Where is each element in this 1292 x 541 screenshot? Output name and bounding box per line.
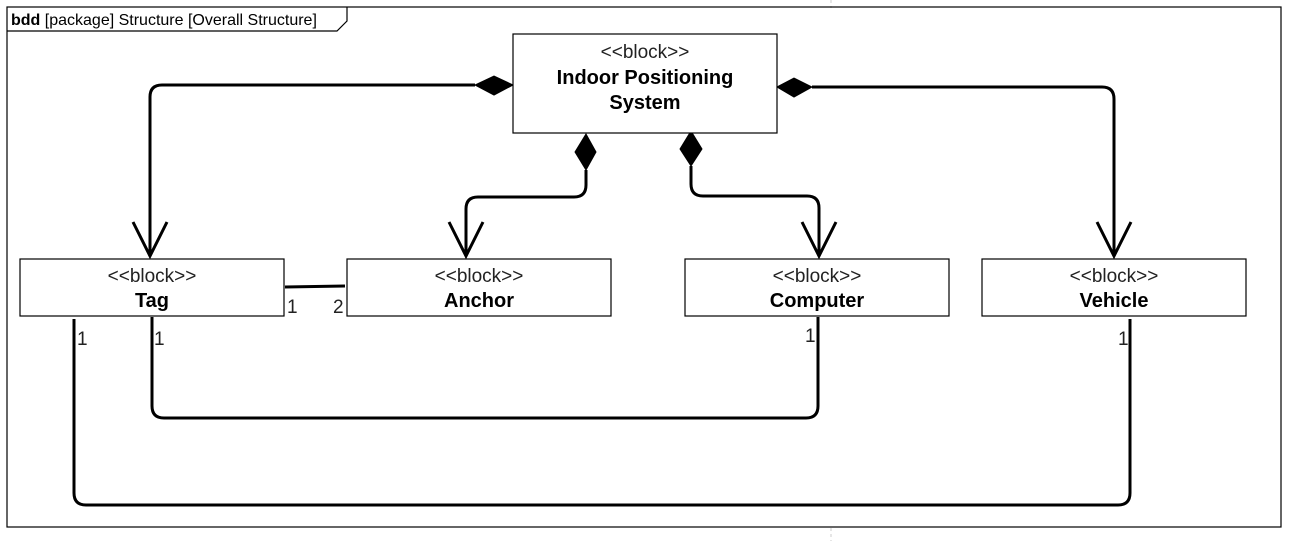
association-tag-vehicle[interactable] xyxy=(72,319,1132,507)
diamond-icon xyxy=(775,77,814,98)
diamond-icon xyxy=(679,130,703,167)
block-name: Vehicle xyxy=(1080,290,1149,312)
association-tag-computer[interactable] xyxy=(150,317,820,420)
multiplicity-label: 1 xyxy=(77,329,88,350)
block-name: System xyxy=(609,92,680,114)
association-tag-anchor[interactable] xyxy=(284,284,346,289)
diamond-icon xyxy=(574,133,597,171)
composition-diamonds xyxy=(473,75,814,171)
arrowhead-icon xyxy=(131,221,169,260)
block-name: Computer xyxy=(770,290,865,312)
block-name: Tag xyxy=(135,290,169,312)
multiplicity-label: 1 xyxy=(287,297,298,318)
block-name: Anchor xyxy=(444,290,514,312)
diagram-frame: bdd [package] Structure [Overall Structu… xyxy=(6,6,1282,528)
arrowhead-icon xyxy=(447,221,485,260)
block-indoor-positioning-system[interactable]: <<block>> Indoor Positioning System xyxy=(512,33,778,134)
block-tag[interactable]: <<block>> Tag xyxy=(19,258,285,317)
block-stereotype: <<block>> xyxy=(601,42,690,63)
connectors xyxy=(72,83,1132,507)
block-stereotype: <<block>> xyxy=(435,266,524,287)
composition-ips-computer[interactable] xyxy=(689,166,821,255)
multiplicity-label: 1 xyxy=(805,326,816,347)
arrowhead-icon xyxy=(800,221,838,260)
block-name: Indoor Positioning xyxy=(557,67,734,89)
multiplicity-label: 2 xyxy=(333,297,344,318)
arrowheads xyxy=(131,221,1133,260)
frame-label-text: [package] Structure [Overall Structure] xyxy=(40,12,317,29)
composition-ips-anchor[interactable] xyxy=(464,170,588,255)
block-stereotype: <<block>> xyxy=(1070,266,1159,287)
block-computer[interactable]: <<block>> Computer xyxy=(684,258,950,317)
composition-ips-vehicle[interactable] xyxy=(812,85,1116,255)
composition-ips-tag[interactable] xyxy=(148,83,475,255)
frame-kind: bdd xyxy=(11,12,40,29)
multiplicity-label: 1 xyxy=(154,329,165,350)
block-anchor[interactable]: <<block>> Anchor xyxy=(346,258,612,317)
multiplicities: 1 2 1 1 1 1 xyxy=(77,297,1129,350)
frame-title: bdd [package] Structure [Overall Structu… xyxy=(11,12,317,29)
multiplicity-label: 1 xyxy=(1118,329,1129,350)
arrowhead-icon xyxy=(1095,221,1133,260)
block-stereotype: <<block>> xyxy=(108,266,197,287)
diamond-icon xyxy=(473,75,515,96)
block-stereotype: <<block>> xyxy=(773,266,862,287)
block-vehicle[interactable]: <<block>> Vehicle xyxy=(981,258,1247,317)
